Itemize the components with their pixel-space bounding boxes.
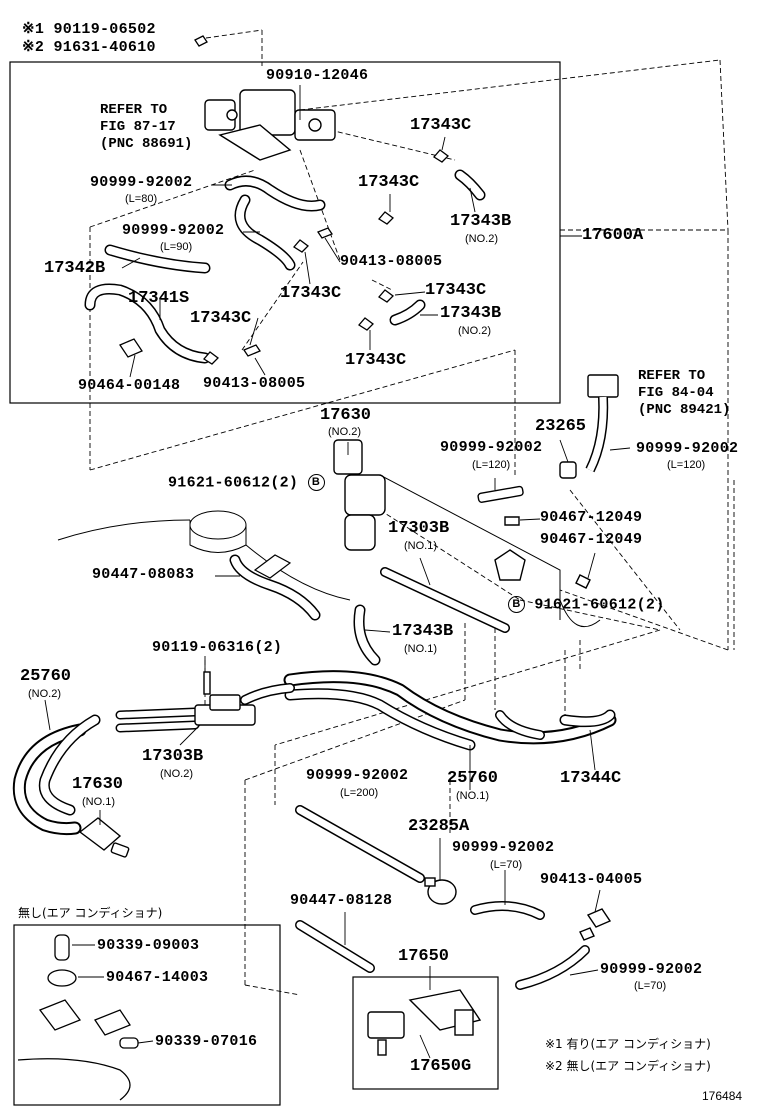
middle-components (333, 374, 619, 589)
length-note: (L=90) (160, 241, 193, 253)
upper-hoses-inner (86, 171, 484, 362)
number-note: (NO.2) (458, 325, 491, 337)
part-number-90339-09003: 90339-09003 (97, 937, 200, 954)
reference-mark-b: B (508, 596, 525, 613)
reference-fig-87-17: REFER TO FIG 87-17 (PNC 88691) (100, 102, 193, 152)
part-number-90413-04005: 90413-04005 (540, 871, 643, 888)
number-note: (NO.2) (28, 688, 61, 700)
filter-23285a (424, 877, 457, 905)
straight-hoses (295, 805, 590, 990)
part-number-90999-92002: 90999-92002 (600, 961, 703, 978)
part-number-90339-07016: 90339-07016 (155, 1033, 258, 1050)
part-number-17630: 17630 (72, 775, 124, 794)
note-2-label: ※2 91631-40610 (22, 40, 156, 55)
part-number-17343b: 17343B (440, 304, 502, 323)
vsv-17630-no1 (78, 817, 130, 858)
part-number-90467-12049: 90467-12049 (540, 531, 643, 548)
part-number-91621-60612: B 91621-60612(2) (508, 596, 665, 613)
length-note: (L=120) (472, 459, 511, 471)
number-note: (NO.2) (465, 233, 498, 245)
clamps-top (119, 35, 449, 365)
part-number-17343c: 17343C (190, 309, 252, 328)
part-number-17650: 17650 (398, 947, 450, 966)
part-number-25760: 25760 (447, 769, 499, 788)
part-number-17303b: 17303B (388, 519, 450, 538)
part-number-17343c: 17343C (425, 281, 487, 300)
length-note: (L=70) (634, 980, 667, 992)
part-number-90999-92002: 90999-92002 (122, 222, 225, 239)
part-number-90119-06316: 90119-06316(2) (152, 639, 283, 656)
note-1-label: ※1 90119-06502 (22, 22, 156, 37)
number-note: (NO.2) (328, 426, 361, 438)
frame-boxes (9, 61, 561, 1106)
part-number-23285a: 23285A (408, 817, 470, 836)
hose-17343b-no1 (353, 604, 381, 666)
number-note: (NO.1) (404, 540, 437, 552)
part-number-90999-92002: 90999-92002 (636, 440, 739, 457)
part-number-17343c: 17343C (410, 116, 472, 135)
part-number-17650g: 17650G (410, 1057, 472, 1076)
note-2-prefix: ※2 (22, 39, 54, 56)
number-note: (NO.1) (82, 796, 115, 808)
part-number-91621-60612: 91621-60612(2) B (168, 474, 325, 491)
number-note: (NO.1) (404, 643, 437, 655)
legend-note-2: ※2 無し(エア コンディショナ) (545, 1059, 711, 1073)
part-number-90413-08005: 90413-08005 (340, 253, 443, 270)
inset-parts (17, 934, 139, 1101)
bracket-17303b-no2 (194, 671, 256, 726)
part-number-17343b: 17343B (450, 212, 512, 231)
tee-90413-04005 (579, 908, 612, 941)
legend-note-1: ※1 有り(エア コンディショナ) (545, 1037, 711, 1051)
part-number-17303b: 17303B (142, 747, 204, 766)
part-number-17343c: 17343C (358, 173, 420, 192)
length-note: (L=80) (125, 193, 158, 205)
length-note: (L=200) (340, 787, 379, 799)
inset-title: 無し(エア コンディショナ) (18, 906, 163, 920)
part-number-17342b: 17342B (44, 259, 106, 278)
part-number-90467-12049: 90467-12049 (540, 509, 643, 526)
part-number-90467-14003: 90467-14003 (106, 969, 209, 986)
part-number-17630: 17630 (320, 406, 372, 425)
part-number-90999-92002: 90999-92002 (452, 839, 555, 856)
number-note: (NO.2) (160, 768, 193, 780)
vsv-assembly-top (204, 89, 336, 161)
part-number-90999-92002: 90999-92002 (90, 174, 193, 191)
part-number-90910-12046: 90910-12046 (266, 67, 369, 84)
pipe-17303b-no1 (380, 567, 510, 633)
part-number-90119-06502: 90119-06502 (53, 21, 156, 38)
part-number-17600a: 17600A (582, 226, 644, 245)
part-number-90447-08128: 90447-08128 (290, 892, 393, 909)
part-number-17341s: 17341S (128, 289, 190, 308)
leader-17600a (560, 235, 582, 237)
part-number-90999-92002: 90999-92002 (306, 767, 409, 784)
length-note: (L=120) (667, 459, 706, 471)
number-note: (NO.1) (456, 790, 489, 802)
part-number-90464-00148: 90464-00148 (78, 377, 181, 394)
part-number-91621-60612-text: 91621-60612(2) (168, 474, 299, 492)
part-number-90413-08005: 90413-08005 (203, 375, 306, 392)
bracket-17650 (367, 989, 482, 1056)
part-number-90447-08083: 90447-08083 (92, 566, 195, 583)
reference-mark-b: B (307, 474, 325, 491)
length-note: (L=70) (490, 859, 523, 871)
part-number-17343c: 17343C (345, 351, 407, 370)
figure-id: 176484 (702, 1089, 743, 1103)
part-number-91631-40610: 91631-40610 (53, 39, 156, 56)
part-number-17343c: 17343C (280, 284, 342, 303)
part-number-23265: 23265 (535, 417, 587, 436)
engine-outline (57, 474, 601, 628)
hose-90447-08083 (229, 554, 321, 621)
reference-fig-84-04: REFER TO FIG 84-04 (PNC 89421) (638, 368, 731, 418)
main-hoses (12, 670, 617, 836)
part-number-17344c: 17344C (560, 769, 622, 788)
note-1-prefix: ※1 (22, 21, 54, 38)
part-number-25760: 25760 (20, 667, 72, 686)
part-number-90999-92002: 90999-92002 (440, 439, 543, 456)
part-number-91621-60612-text: 91621-60612(2) (534, 596, 665, 614)
part-number-17343b: 17343B (392, 622, 454, 641)
